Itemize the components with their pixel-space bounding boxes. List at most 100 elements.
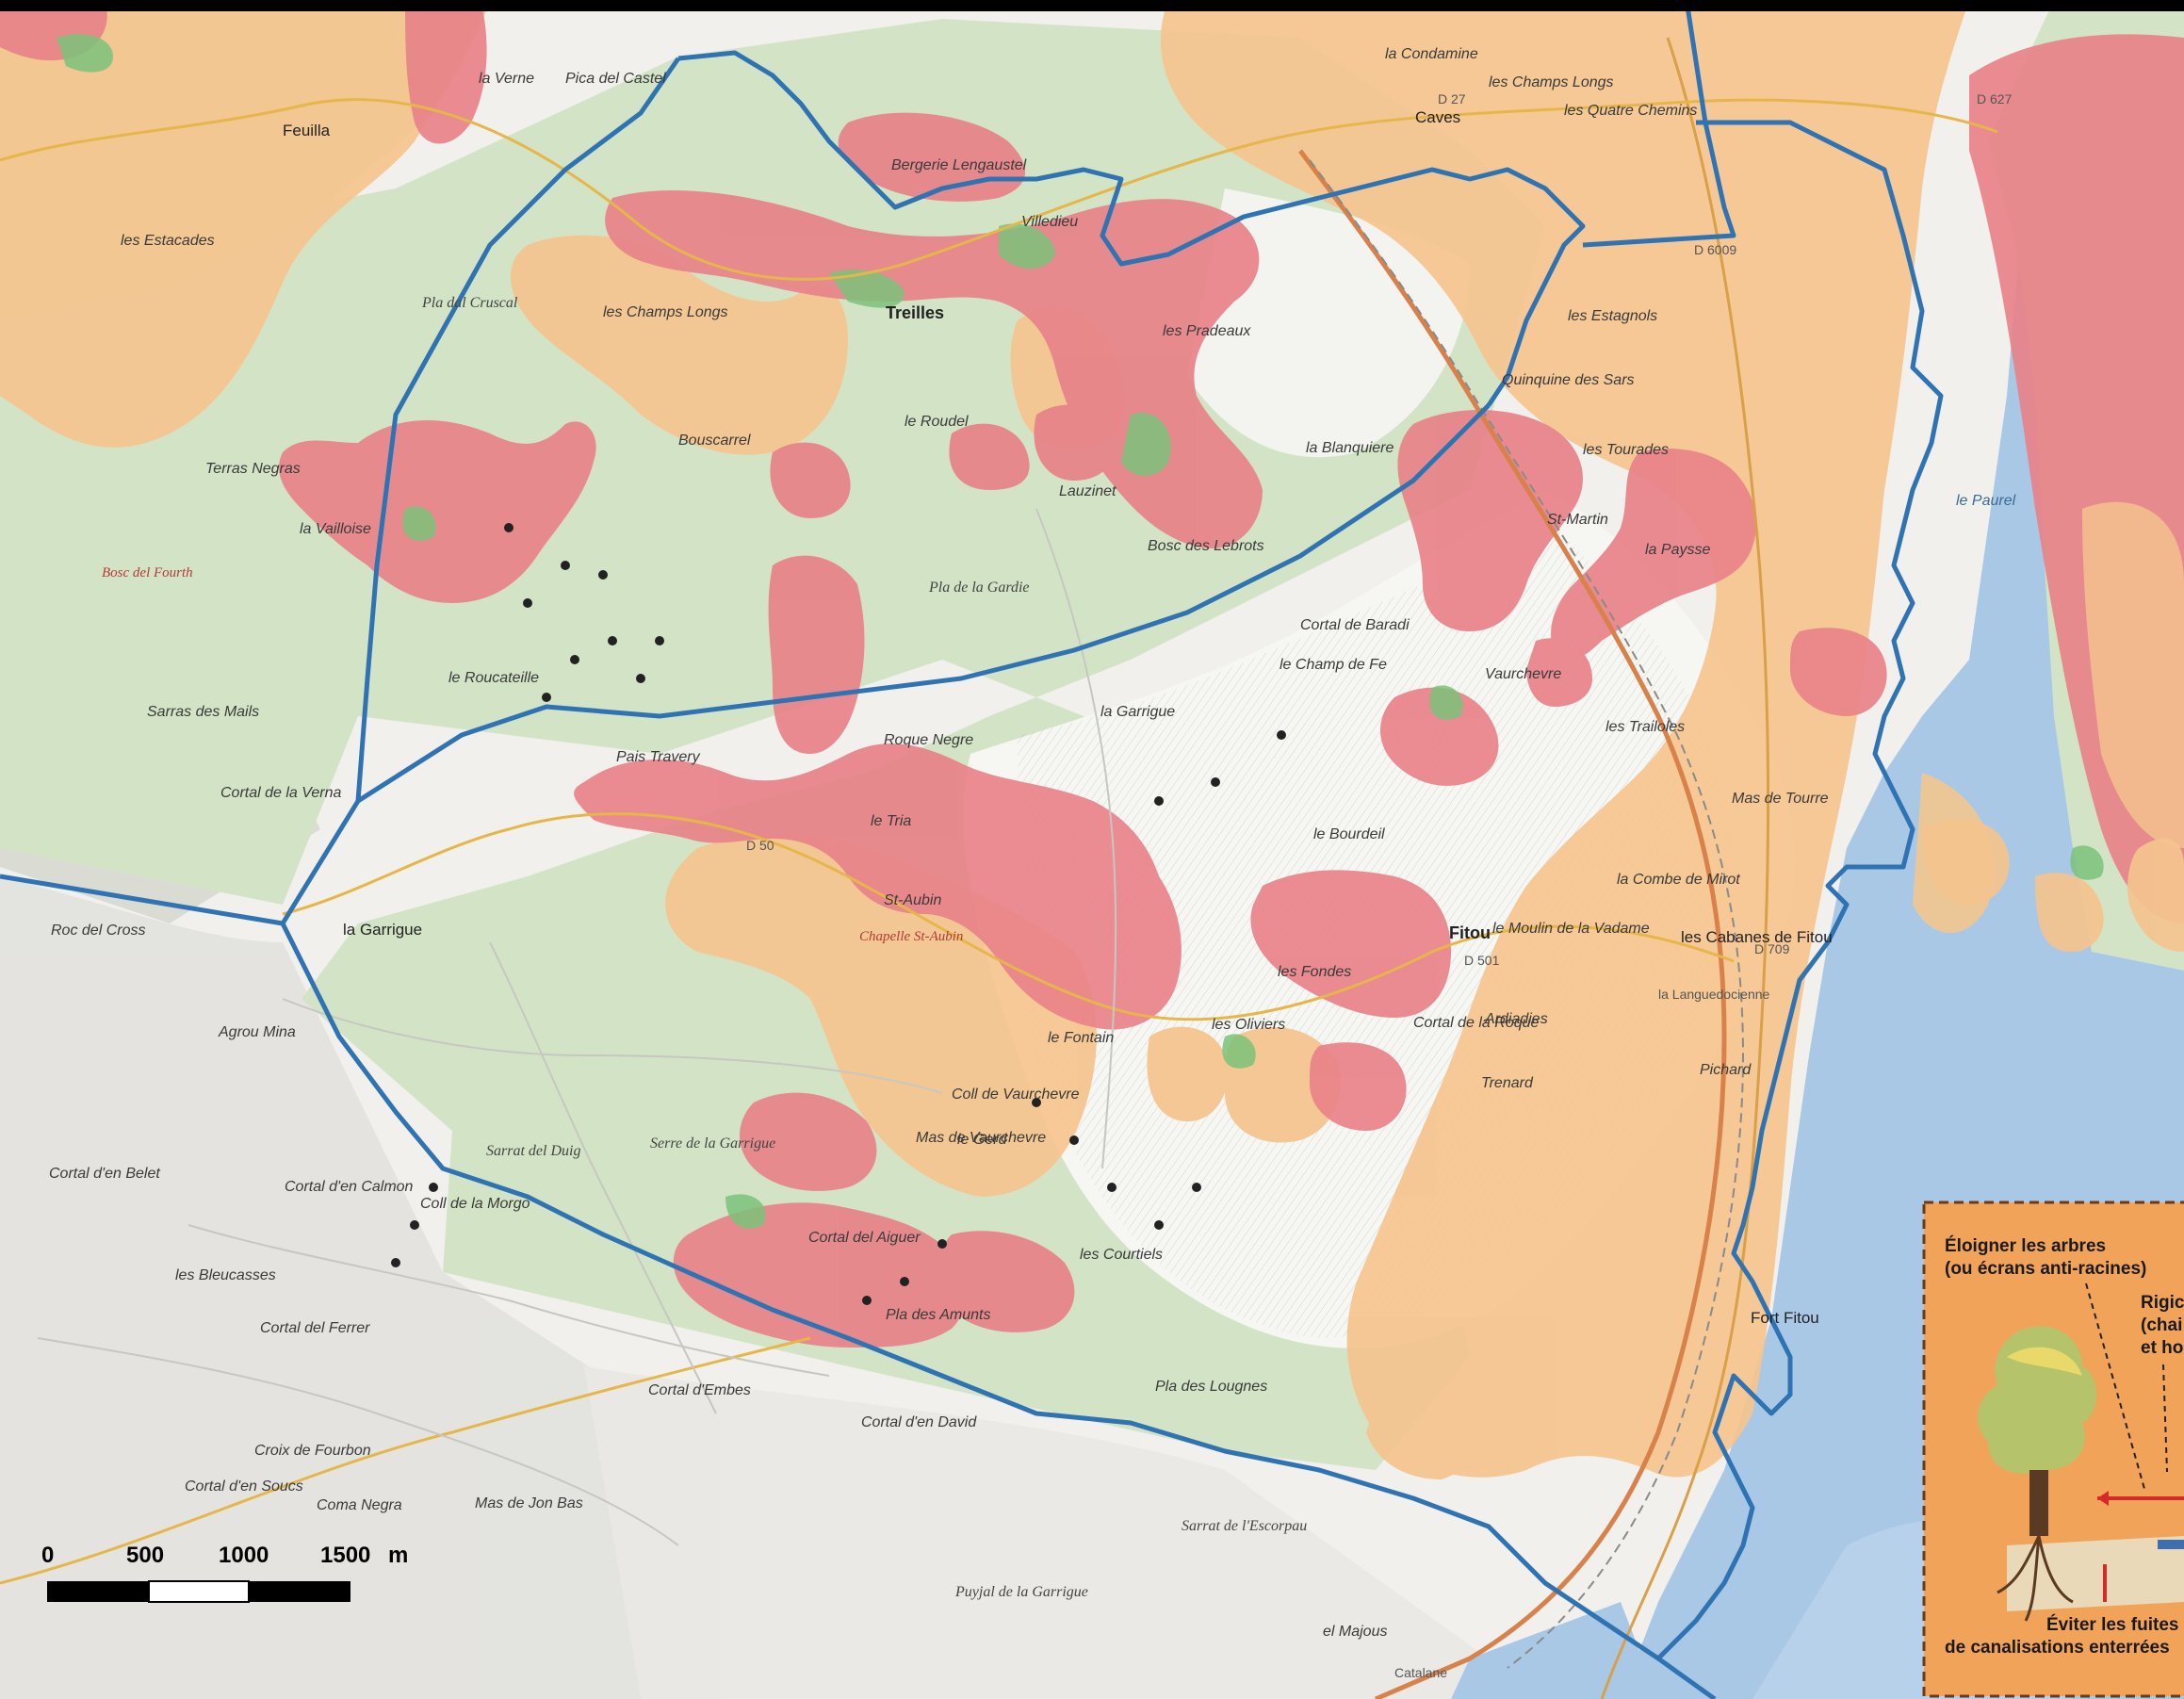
- place-labels: Feuilla Treilles Fitou Caves la Condamin…: [49, 46, 2016, 1680]
- place-label: D 27: [1438, 91, 1466, 106]
- place-label: les Estacades: [121, 233, 215, 249]
- place-label: les Tourades: [1583, 442, 1669, 458]
- place-label: Puyjal de la Garrigue: [954, 1584, 1088, 1600]
- place-label: Coll de Vaurchevre: [952, 1086, 1080, 1103]
- place-label: Ardiadies: [1484, 1011, 1548, 1027]
- top-border: [0, 0, 2184, 11]
- place-label: Pais Travery: [616, 749, 701, 765]
- legend-line: Rigic: [2141, 1293, 2184, 1313]
- place-label: Mas de Tourre: [1732, 791, 1829, 807]
- place-label: le Tria: [871, 813, 911, 829]
- place-label: Coma Negra: [317, 1497, 402, 1513]
- road-d27: [0, 98, 1998, 281]
- place-label: Pla de la Gardie: [928, 580, 1030, 596]
- place-label: les Courtiels: [1080, 1247, 1163, 1263]
- place-label: Fort Fitou: [1751, 1309, 1819, 1327]
- place-label: Croix de Fourbon: [254, 1443, 371, 1459]
- place-label: la Languedocienne: [1658, 987, 1770, 1002]
- road-d6009: [1600, 37, 1770, 1699]
- place-label: les Quatre Chemins: [1564, 103, 1697, 119]
- place-label: les Trailoles: [1605, 719, 1685, 735]
- place-label: D 6009: [1694, 242, 1736, 257]
- place-label: les Cabanes de Fitou: [1681, 928, 1833, 946]
- place-label: la Combe de Mirot: [1617, 872, 1740, 888]
- place-label: le Bourdeil: [1313, 826, 1385, 842]
- legend-line: Éloigner les arbres: [1945, 1235, 2106, 1256]
- place-label: les Pradeaux: [1163, 323, 1251, 339]
- place-label: Serre de la Garrigue: [650, 1135, 775, 1152]
- commune-boundaries: [0, 0, 1944, 1699]
- place-label: Mas de Vaurchevre: [916, 1130, 1046, 1146]
- place-label: Roque Negre: [884, 732, 973, 748]
- place-label: les Champs Longs: [1489, 74, 1614, 90]
- place-label: Sarrat del Duig: [486, 1143, 580, 1159]
- place-label: Agrou Mina: [218, 1024, 296, 1040]
- place-label: Cortal del Aiguer: [808, 1230, 921, 1246]
- place-label: la Garrigue: [343, 921, 422, 939]
- legend-inset: Éloigner les arbres (ou écrans anti-raci…: [1922, 1201, 2184, 1698]
- place-label: Bosc des Lebrots: [1148, 538, 1264, 554]
- place-label: le Paurel: [1956, 493, 2016, 509]
- place-label: Pichard: [1700, 1062, 1752, 1078]
- legend-line: de canalisations enterrées: [1945, 1638, 2170, 1658]
- place-label: le Champ de Fe: [1279, 657, 1387, 673]
- legend-line: et ho: [2141, 1338, 2183, 1358]
- place-label: les Champs Longs: [603, 304, 728, 320]
- place-label: Fitou: [1449, 923, 1491, 942]
- place-label: Cortal de la Verna: [220, 785, 341, 801]
- road-network: [0, 37, 1998, 1699]
- scale-tick-1500: 1500: [320, 1543, 370, 1568]
- legend-line: (chai: [2141, 1315, 2182, 1335]
- place-label: Catalane: [1394, 1665, 1447, 1680]
- place-label: Mas de Jon Bas: [475, 1495, 583, 1511]
- place-label: les Oliviers: [1212, 1017, 1285, 1033]
- place-label: Cortal d'en Calmon: [285, 1179, 414, 1195]
- place-label: les Fondes: [1278, 964, 1351, 980]
- motorway-a9: [1297, 149, 1727, 1699]
- place-label: D 50: [746, 838, 774, 853]
- scale-tick-500: 500: [126, 1543, 164, 1568]
- place-label: le Gerd: [957, 1132, 1008, 1148]
- place-label: le Moulin de la Vadame: [1492, 921, 1650, 937]
- place-label: Cortal de Baradi: [1300, 617, 1410, 633]
- scale-bar: 0 500 1000 1500 m: [41, 1543, 408, 1603]
- place-label: Pla des Amunts: [886, 1307, 990, 1323]
- scale-segment: [148, 1580, 250, 1603]
- scale-unit: m: [388, 1543, 408, 1568]
- place-label: la Verne: [479, 71, 534, 87]
- railway: [1309, 159, 1745, 1669]
- scale-tick-1000: 1000: [219, 1543, 269, 1568]
- place-label: Sarrat de l'Escorpau: [1182, 1518, 1307, 1534]
- place-label: Quinquine des Sars: [1502, 372, 1635, 388]
- place-label: Feuilla: [283, 122, 331, 139]
- place-label: le Roucateille: [448, 670, 539, 686]
- place-label: Coll de la Morgo: [420, 1196, 530, 1212]
- place-label: Villedieu: [1021, 214, 1078, 230]
- scale-segment: [47, 1581, 149, 1602]
- place-label: Vaurchevre: [1485, 666, 1561, 682]
- place-label: Roc del Cross: [51, 923, 145, 939]
- place-label: Sarras des Mails: [147, 704, 259, 720]
- east-hillside: [1969, 0, 2184, 971]
- place-label: Cortal d'en David: [861, 1414, 977, 1430]
- wind-turbines: [391, 523, 1286, 1305]
- place-label: D 501: [1464, 953, 1500, 968]
- place-label: Terras Negras: [205, 461, 301, 477]
- forest-dark-patches: [57, 34, 2104, 1229]
- place-label: Bosc del Fourth: [102, 565, 193, 580]
- place-label: les Bleucasses: [175, 1267, 276, 1283]
- place-label: el Majous: [1323, 1624, 1387, 1640]
- place-label: Cortal de la Roque: [1413, 1015, 1540, 1031]
- place-label: Trenard: [1481, 1075, 1534, 1091]
- place-label: le Roudel: [905, 414, 969, 430]
- scale-segment: [249, 1581, 350, 1602]
- road-d50: [282, 812, 1735, 1021]
- legend-line: (ou écrans anti-racines): [1945, 1259, 2146, 1279]
- place-label: les Estagnols: [1568, 308, 1657, 324]
- place-label: Caves: [1415, 108, 1460, 126]
- place-label: la Vailloise: [300, 521, 371, 537]
- place-label: la Paysse: [1645, 542, 1710, 558]
- place-label: Bouscarrel: [678, 433, 751, 449]
- place-label: St-Martin: [1547, 512, 1608, 528]
